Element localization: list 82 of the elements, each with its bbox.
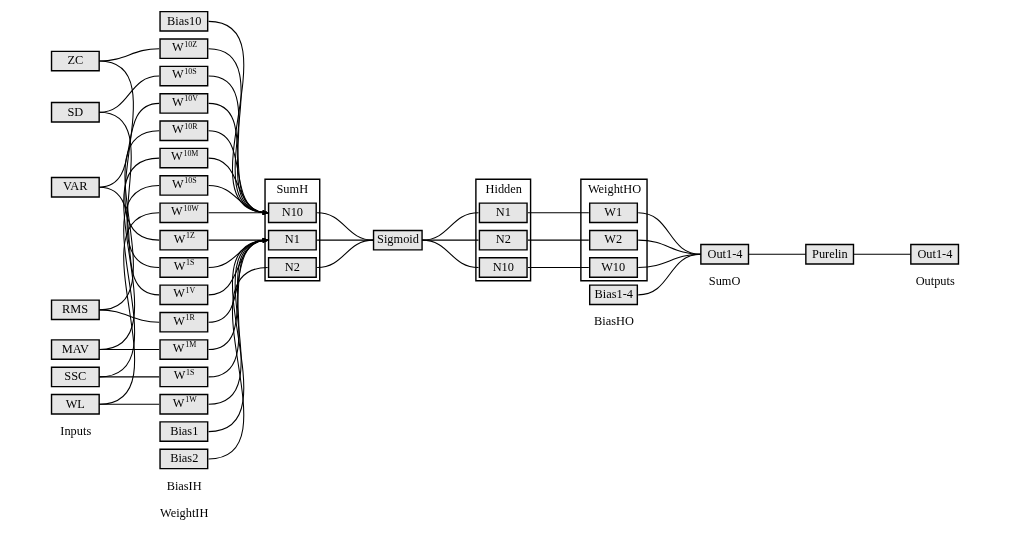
node-box: W$^{1S}$ (159, 366, 209, 388)
node-box: W$^{1V}$ (159, 284, 209, 306)
node-box: N1 (478, 202, 528, 224)
node-box: W$^{10W}$ (159, 202, 209, 224)
node-box: W$^{10M}$ (159, 147, 209, 169)
arrow (208, 48, 270, 215)
node-box: Sigmoid (372, 229, 423, 251)
node-box: WL (50, 393, 100, 415)
connector (527, 212, 590, 214)
node-box: RMS (50, 299, 100, 321)
label: Outputs (915, 273, 955, 288)
node-box: N10 (478, 257, 528, 278)
node-box: Bias2 (159, 448, 209, 470)
node-box: N10 (267, 202, 317, 224)
connector (316, 212, 375, 241)
arrow (208, 130, 270, 215)
node-box: W$^{10S}$ (159, 65, 209, 87)
label: BiasHO (594, 314, 634, 329)
connector (98, 102, 160, 188)
node-box: MAV (50, 339, 100, 360)
connector (98, 212, 160, 405)
node-box: VAR (50, 176, 100, 198)
connector (98, 376, 160, 378)
arrow (208, 157, 270, 215)
connector (852, 253, 912, 255)
connector (98, 309, 160, 323)
label: SumO (708, 273, 741, 288)
arrow (208, 238, 270, 378)
node-box: W$^{1R}$ (159, 311, 209, 333)
connector (98, 157, 160, 351)
node-box: N1 (267, 229, 317, 251)
arrow (208, 238, 270, 323)
node-box: W$^{10V}$ (159, 93, 209, 114)
node-box: SD (50, 101, 100, 123)
node-box: Bias1-4 (589, 284, 639, 306)
node-box: W2 (589, 229, 639, 251)
node-box: ZC (50, 50, 100, 72)
node-box: Bias10 (159, 10, 209, 32)
node-box: W$^{10R}$ (159, 120, 209, 142)
arrow (208, 102, 270, 215)
connector (98, 60, 160, 241)
connector (208, 20, 269, 214)
node-box: W$^{1W}$ (159, 393, 209, 415)
node-box: W1 (589, 202, 639, 224)
node-box: W10 (589, 257, 639, 278)
connector (208, 239, 269, 433)
node-box: SSC (50, 366, 100, 388)
arrow (208, 210, 270, 216)
node-box: W$^{1Z}$ (159, 229, 209, 251)
connector (527, 239, 590, 241)
connector (637, 239, 702, 255)
arrow (208, 238, 270, 296)
connector (98, 184, 160, 378)
label: Inputs (60, 423, 92, 438)
connector (208, 266, 269, 460)
connector (421, 239, 480, 269)
connector (98, 75, 160, 113)
arrow (208, 238, 270, 351)
arrow (208, 75, 270, 215)
arrow (208, 238, 270, 405)
connector (98, 130, 160, 311)
node-box: Bias1 (159, 421, 209, 442)
connector (98, 48, 160, 62)
node-box: W$^{10Z}$ (159, 38, 209, 60)
connector (637, 253, 702, 296)
node-box: N2 (478, 229, 528, 251)
node-box: W$^{1S}$ (159, 257, 209, 278)
connector (637, 212, 702, 255)
node-box: N2 (267, 257, 317, 278)
label: BiasIH (166, 478, 202, 493)
node-box: Out1-4 (700, 243, 750, 265)
node-box: Purelin (805, 243, 855, 265)
arrow (208, 238, 270, 269)
node-box: W$^{1M}$ (159, 339, 209, 360)
connector (747, 253, 807, 255)
arrow (208, 184, 270, 215)
node-box: W$^{10S}$ (159, 175, 209, 196)
label: WeightIH (160, 505, 209, 520)
connector (527, 266, 590, 269)
node-box: Out1-4 (910, 243, 960, 265)
arrow (208, 237, 270, 243)
connector (421, 212, 480, 241)
